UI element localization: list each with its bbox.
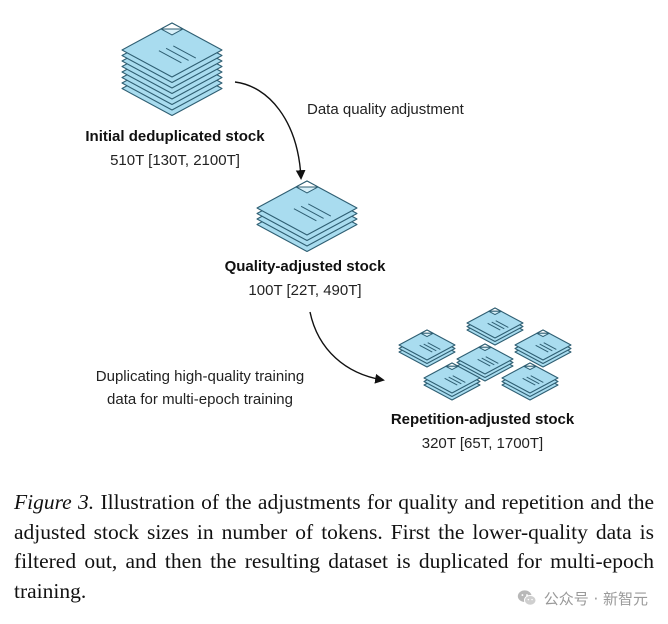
quality-adjustment-label: Data quality adjustment — [307, 101, 464, 118]
figure-caption: Figure 3. Illustration of the adjustment… — [14, 488, 654, 606]
duplication-arrow — [309, 311, 385, 384]
initial-stock-document-stack-icon — [121, 22, 223, 117]
initial-stock-value: 510T [130T, 2100T] — [110, 152, 240, 169]
quality-stock-value: 100T [22T, 490T] — [248, 282, 362, 299]
watermark-text: 公众号 · 新智元 — [543, 589, 648, 608]
caption-text: Illustration of the adjustments for qual… — [14, 490, 654, 603]
repetition-stock-title: Repetition-adjusted stock — [390, 411, 575, 428]
repetition-stock-value: 320T [65T, 1700T] — [421, 435, 544, 452]
quality-stock-document-stack-icon — [256, 180, 358, 253]
quality-adjustment-arrow — [234, 81, 306, 180]
diagram-graphics — [121, 22, 572, 401]
duplication-label-line1: Duplicating high-quality training — [95, 368, 305, 385]
quality-stock-title: Quality-adjusted stock — [224, 258, 386, 275]
repetition-stock-document-stacks-icon — [398, 307, 572, 401]
data-stock-diagram: Initial deduplicated stock 510T [130T, 2… — [85, 22, 575, 452]
duplication-label-line2: data for multi-epoch training — [107, 391, 293, 408]
watermark: 公众号 · 新智元 — [516, 586, 648, 610]
figure-label: Figure 3. — [14, 490, 95, 514]
initial-stock-title: Initial deduplicated stock — [85, 128, 265, 145]
wechat-logo-icon — [517, 590, 537, 606]
